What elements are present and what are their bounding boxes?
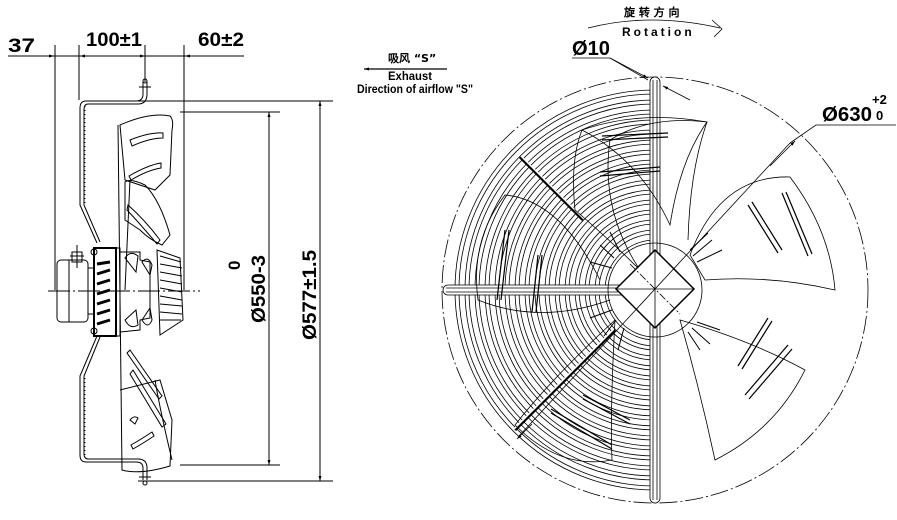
dim-inner-diameter: Ø550-3: [249, 255, 270, 323]
dim-inner-diameter-tol: 0: [225, 261, 244, 270]
dim-outer-diameter-side: Ø577±1.5: [300, 250, 321, 340]
front-view: [441, 19, 896, 504]
dim-outer-tol-upper: +2: [872, 92, 887, 107]
dim-offset-left: 37: [8, 36, 35, 57]
rotation-label: Rotation: [622, 25, 695, 39]
dim-outer-tol-lower: 0: [876, 108, 883, 123]
blade-left-hidden: [476, 194, 611, 313]
airflow-exhaust-label: Exhaust: [388, 69, 432, 83]
dim-outer-diameter-front: Ø630: [822, 104, 872, 126]
dim-depth-blade: 60±2: [198, 30, 244, 51]
rotation-chinese-label: 旋 转 方 向: [623, 5, 680, 19]
dim-hole-diameter: Ø10: [572, 38, 610, 60]
airflow-direction-label: Direction of airflow "S": [357, 82, 473, 96]
blade-bottom: [679, 319, 806, 461]
dim-depth-guard: 100±1: [86, 30, 142, 51]
blade-lower-hidden: [514, 319, 616, 463]
blade-right: [689, 176, 836, 291]
airflow-chinese-label: 吸风 “S”: [388, 51, 436, 65]
side-view: [8, 45, 333, 486]
